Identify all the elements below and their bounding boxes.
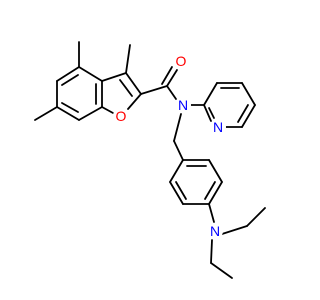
- diethylamino-nitrogen-label: N: [210, 223, 220, 239]
- label-background: [113, 108, 129, 124]
- bond: [208, 181, 223, 205]
- carbonyl-oxygen-label: O: [176, 53, 187, 69]
- bond: [78, 106, 103, 121]
- atom-labels: O O N N N: [113, 53, 226, 239]
- double-bond-inner: [61, 74, 79, 86]
- label-background: [175, 97, 191, 113]
- bond: [173, 140, 184, 161]
- bond: [169, 181, 184, 205]
- double-bond-inner: [237, 104, 249, 123]
- benzyl-linker: [173, 113, 184, 161]
- amide-nitrogen-label: N: [178, 97, 188, 113]
- bond: [101, 72, 127, 82]
- double-bond-inner: [175, 181, 187, 200]
- molecule-structure-diagram: O O N N N: [34, 41, 266, 279]
- bond: [56, 66, 80, 82]
- bond: [203, 104, 212, 122]
- label-background: [210, 119, 226, 135]
- methyl-groups: [34, 41, 80, 121]
- diethylamino-group: [208, 203, 266, 279]
- benzofuran-benzene-ring: [56, 66, 103, 121]
- bond: [127, 93, 142, 110]
- methyl-bond-6: [34, 106, 58, 121]
- bond: [208, 159, 223, 183]
- label-background: [207, 223, 223, 239]
- amide-group: [140, 66, 178, 100]
- label-background: [173, 53, 189, 69]
- bond: [173, 113, 182, 142]
- bond: [56, 106, 80, 121]
- bond: [241, 82, 256, 106]
- methyl-bond-3: [125, 44, 131, 74]
- bond: [203, 82, 218, 106]
- double-bond-inner: [204, 181, 216, 200]
- bond: [210, 239, 213, 264]
- bond: [140, 85, 168, 95]
- furan-oxygen-label: O: [116, 108, 127, 124]
- pyridine-ring: [190, 82, 256, 128]
- double-bond-inner: [208, 107, 215, 119]
- double-bond-inner: [119, 79, 133, 97]
- carbonyl-double-bond: [166, 69, 178, 87]
- bond: [221, 225, 248, 235]
- bond: [78, 66, 103, 82]
- bond: [101, 106, 114, 114]
- bond: [241, 104, 256, 128]
- bond: [210, 262, 233, 279]
- aminophenyl-ring: [169, 159, 223, 205]
- bond: [125, 72, 142, 95]
- bond: [208, 203, 215, 223]
- furan-ring: [101, 44, 142, 114]
- bond: [169, 159, 184, 183]
- bond: [166, 85, 177, 100]
- bond: [246, 207, 266, 227]
- pyridine-nitrogen-label: N: [213, 119, 223, 135]
- double-bond-inner: [61, 102, 79, 113]
- carbonyl-double-bond: [161, 66, 173, 85]
